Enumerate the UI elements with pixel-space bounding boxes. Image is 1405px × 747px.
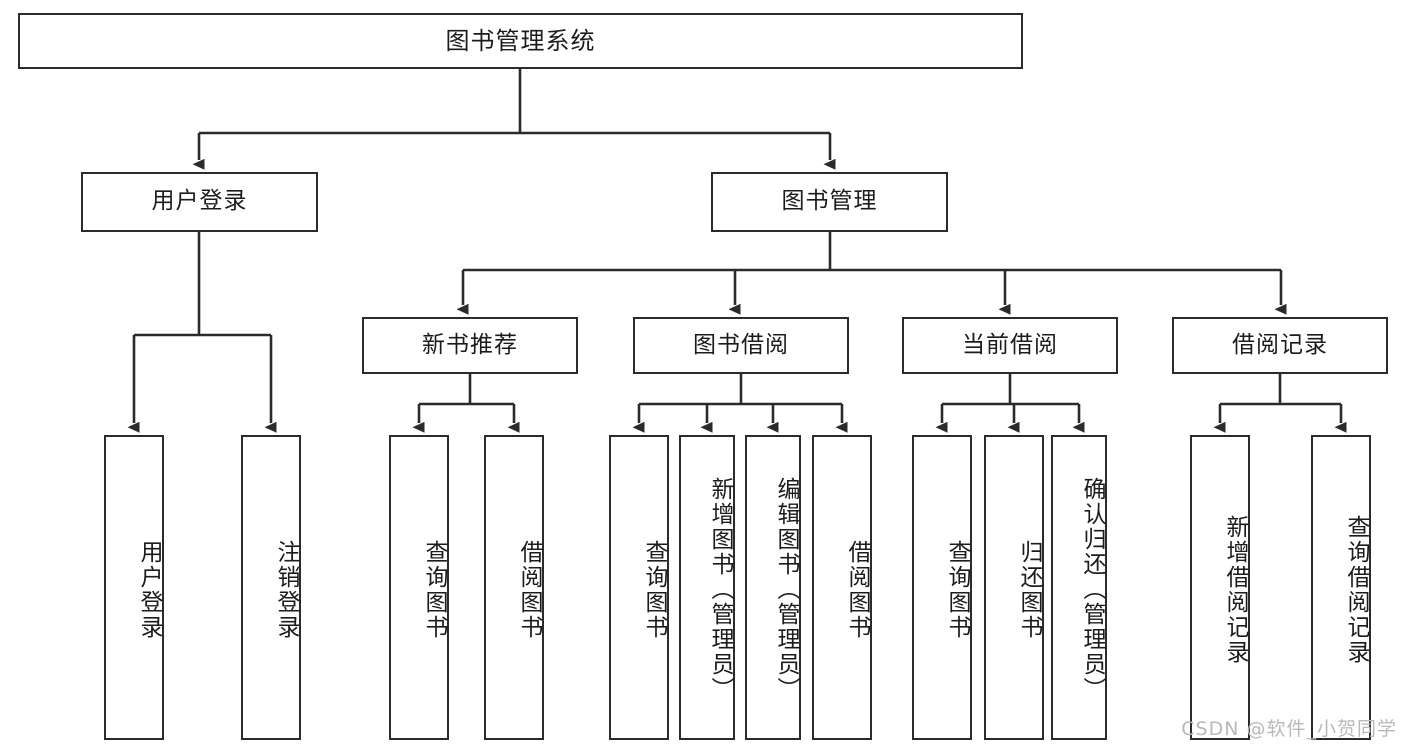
node-book-borrow[interactable]: 图书借阅 xyxy=(633,317,849,374)
watermark: CSDN @软件_小贺同学 xyxy=(1181,718,1397,740)
node-current-borrow[interactable]: 当前借阅 xyxy=(902,317,1118,374)
leaf-logout[interactable]: 注销登录 xyxy=(241,435,301,740)
leaf-query-book-3-label: 查询图书 xyxy=(944,539,970,640)
leaf-return-book-label: 归还图书 xyxy=(1016,539,1042,640)
leaf-add-book-label: 新增图书（管理员） xyxy=(707,477,733,702)
leaf-edit-book[interactable]: 编辑图书（管理员） xyxy=(745,435,801,740)
leaf-query-book-1-label: 查询图书 xyxy=(421,539,447,640)
leaf-borrow-book-1-label: 借阅图书 xyxy=(516,539,542,640)
leaf-confirm-return[interactable]: 确认归还（管理员） xyxy=(1051,435,1107,740)
leaf-borrow-book-2[interactable]: 借阅图书 xyxy=(812,435,872,740)
node-user-login-label: 用户登录 xyxy=(151,188,248,215)
node-current-borrow-label: 当前借阅 xyxy=(962,331,1058,358)
leaf-query-book-2-label: 查询图书 xyxy=(641,539,667,640)
node-root-label: 图书管理系统 xyxy=(445,26,596,55)
leaf-borrow-book-2-label: 借阅图书 xyxy=(844,539,870,640)
node-book-manage[interactable]: 图书管理 xyxy=(711,172,948,232)
node-root[interactable]: 图书管理系统 xyxy=(18,13,1023,69)
node-user-login[interactable]: 用户登录 xyxy=(81,172,318,232)
leaf-query-book-3[interactable]: 查询图书 xyxy=(912,435,972,740)
leaf-logout-label: 注销登录 xyxy=(273,539,299,640)
leaf-add-record[interactable]: 新增借阅记录 xyxy=(1190,435,1250,740)
leaf-add-book[interactable]: 新增图书（管理员） xyxy=(679,435,735,740)
leaf-edit-book-label: 编辑图书（管理员） xyxy=(773,477,799,702)
node-book-manage-label: 图书管理 xyxy=(781,188,878,215)
leaf-confirm-return-label: 确认归还（管理员） xyxy=(1079,477,1105,702)
leaf-return-book[interactable]: 归还图书 xyxy=(984,435,1044,740)
leaf-query-record-label: 查询借阅记录 xyxy=(1343,514,1369,665)
leaf-query-book-1[interactable]: 查询图书 xyxy=(389,435,449,740)
leaf-user-login[interactable]: 用户登录 xyxy=(104,435,164,740)
node-new-book-recommend-label: 新书推荐 xyxy=(422,331,518,358)
node-book-borrow-label: 图书借阅 xyxy=(693,331,789,358)
leaf-query-record[interactable]: 查询借阅记录 xyxy=(1311,435,1371,740)
leaf-query-book-2[interactable]: 查询图书 xyxy=(609,435,669,740)
node-borrow-record[interactable]: 借阅记录 xyxy=(1172,317,1388,374)
leaf-add-record-label: 新增借阅记录 xyxy=(1222,514,1248,665)
leaf-borrow-book-1[interactable]: 借阅图书 xyxy=(484,435,544,740)
leaf-user-login-label: 用户登录 xyxy=(136,539,162,640)
node-new-book-recommend[interactable]: 新书推荐 xyxy=(362,317,578,374)
node-borrow-record-label: 借阅记录 xyxy=(1232,331,1328,358)
